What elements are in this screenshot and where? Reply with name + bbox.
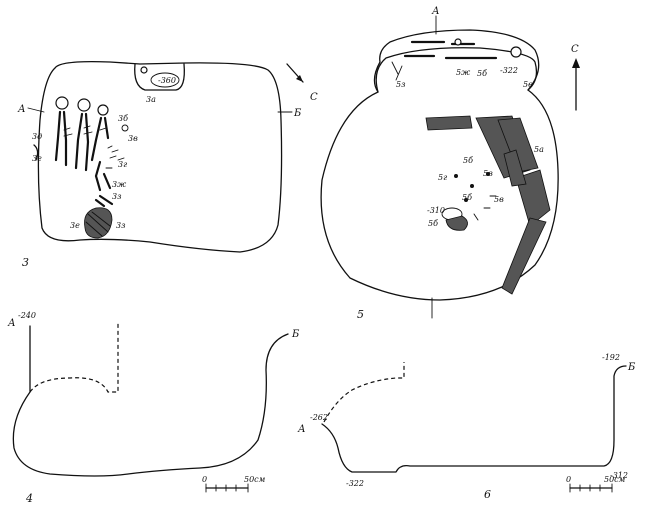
figure-5-plan: А С 5з 5ж 5б -322 5в 5а [320,6,580,321]
fig3-skeletons [33,96,129,239]
fig3-vessel-hatch [85,211,111,237]
fig5-find-5b4: 5б [462,193,472,202]
fig5-upper-chamber [375,47,538,93]
fig5-object-1 [454,38,462,46]
fig4-scale-label: 50см [244,475,266,484]
fig5-dot-3 [486,172,490,176]
fig3-bones-5 [94,194,114,208]
fig6-depth-b: -192 [602,353,620,362]
fig3-number: 3 [22,256,29,269]
fig3-bones-3 [90,116,110,162]
fig6-label-b: Б [627,362,636,373]
fig3-pit-outline [37,60,283,253]
fig5-dot-1 [454,174,458,178]
fig3-section-a-tick [27,107,45,113]
fig5-number: 5 [357,308,364,321]
fig5-depth: -322 [500,66,518,75]
fig3-skull-2 [77,98,91,112]
fig5-upper-bones [403,40,498,60]
fig3-find-3d: 3д [32,132,42,141]
fig5-find-5a: 5а [534,145,544,154]
fig5-find-5b3: 5б [428,219,438,228]
fig3-bones-2 [74,112,90,172]
fig3-find-3v: 3в [128,134,138,143]
fig3-north-label: С [310,92,318,103]
fig5-pit-outline [320,29,559,301]
fig3-bones-4 [94,160,112,192]
fig3-scatter [105,145,125,169]
fig5-north-label: С [571,44,579,55]
fig3-find-3zh: 3ж [112,180,126,189]
fig4-label-a: А [7,318,16,329]
fig3-find-label: 3а [146,95,156,104]
fig4-niche-dash [29,322,119,393]
fig4-depth-a: -240 [18,311,36,320]
fig3-find-3b: 3б [118,114,128,123]
fig3-label-a: А [17,104,26,115]
fig6-number: 6 [484,488,491,501]
fig5-plank-5 [501,217,547,295]
fig5-skull [510,46,522,58]
fig6-scale-zero: 0 [566,475,571,484]
fig5-label-a: А [431,6,440,17]
fig6-scale-bar: 0 50см [566,475,626,493]
fig3-find-3g: 3г [118,160,127,169]
fig6-depth-bottom-left: -322 [346,479,364,488]
fig5-depth-2: -310 [427,206,445,215]
fig5-planks [425,115,551,295]
figure-3-plan: -360 3а А Б С 3б 3в 3 [17,60,318,269]
fig5-dot-2 [470,184,474,188]
fig5-find-5zh: 5ж [456,68,470,77]
fig4-number: 4 [25,492,33,505]
fig3-bones-1 [54,110,68,167]
fig3-skull-3 [97,104,109,116]
fig3-find-3z: 3з [112,192,121,201]
fig5-find-5v3: 5в [494,195,504,204]
fig5-scatter [473,195,497,221]
fig3-ribs [63,125,107,137]
fig6-depth-bottom-right: -312 [610,471,628,480]
fig5-find-5b: 5б [477,69,487,78]
fig3-niche-object [140,66,148,74]
fig5-find-5v: 5в [523,80,533,89]
fig3-hook [33,144,39,161]
fig3-find-3e2: 3е [70,221,80,230]
fig6-niche-dash [323,362,405,423]
fig4-label-b: Б [291,329,300,340]
fig3-skull-1 [55,96,69,110]
fig6-profile [321,365,627,473]
fig3-find-3e: 3е [32,154,42,163]
fig5-small-bones [391,61,403,81]
fig3-small-find-1 [121,124,129,132]
fig3-niche-vessel [150,72,180,88]
fig4-scale-zero: 0 [202,475,207,484]
fig4-profile [12,325,289,477]
fig3-find-3z2: 3з [116,221,125,230]
fig5-lower-finds [441,172,497,231]
fig5-north-arrowhead [572,58,580,68]
fig5-plank-6 [503,149,527,187]
fig5-find-5v2: 5в [483,169,493,178]
fig3-label-b: Б [293,108,302,119]
fig3-niche [134,63,185,91]
fig5-find-5g: 5г [438,173,447,182]
fig3-depth: -360 [158,76,176,85]
fig3-north-arrowhead [296,75,303,82]
fig6-label-a: А [297,424,306,435]
fig4-scale-bar: 0 50см [202,475,266,493]
figure-6-section: А -262 Б -192 -322 -312 0 50см 6 [297,353,636,501]
fig5-vessel [445,215,468,231]
fig5-find-5b2: 5б [463,156,473,165]
fig6-depth-a: -262 [310,413,328,422]
fig5-find-5z: 5з [396,80,405,89]
figure-4-section: А -240 Б 0 50см 4 [7,311,300,505]
fig5-dot-4 [464,198,468,202]
fig6-scale-label: 50см [604,475,626,484]
fig5-plank-1 [425,115,473,131]
